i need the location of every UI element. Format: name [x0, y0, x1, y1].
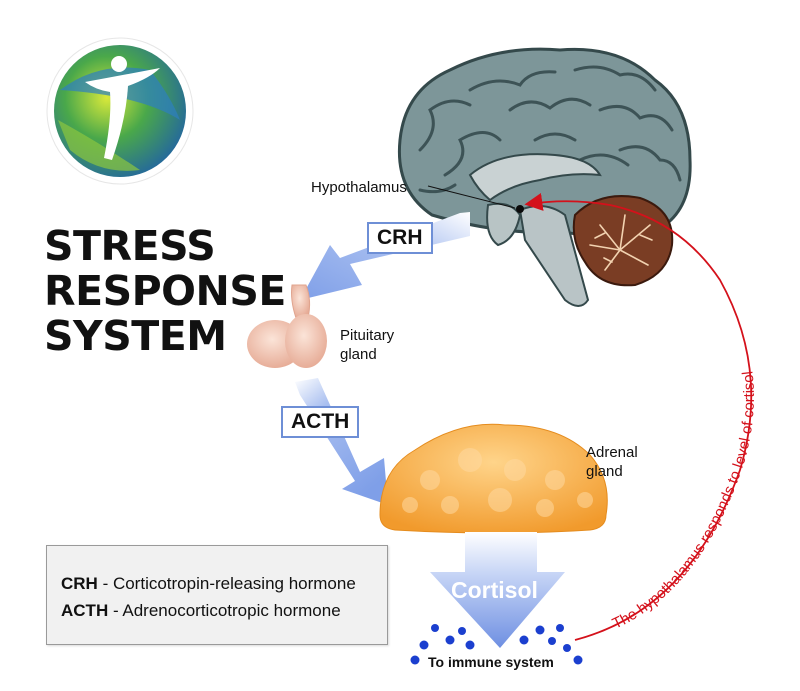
pituitary-label-line-2: gland — [340, 346, 377, 363]
adrenal-label: Adrenal gland — [586, 443, 638, 481]
legend-text: - Adrenocorticotropic hormone — [108, 601, 341, 620]
legend-item-acth: ACTH - Adrenocorticotropic hormone — [61, 601, 341, 621]
hypothalamus-pointer-line — [427, 185, 516, 209]
title-line-2: RESPONSE — [44, 267, 286, 315]
adrenal-label-line-2: gland — [586, 463, 623, 480]
title-line-1: STRESS — [44, 222, 216, 270]
pituitary-label: Pituitary gland — [340, 326, 394, 364]
legend-abbr: CRH — [61, 574, 98, 593]
acth-arrow — [295, 378, 388, 505]
adrenal-label-line-1: Adrenal — [586, 444, 638, 461]
feedback-text: The hypothalamus responds to level of co… — [610, 370, 758, 632]
title-line-3: SYSTEM — [44, 312, 227, 360]
pituitary-gland-illustration — [247, 284, 327, 368]
cortisol-molecules — [410, 624, 583, 665]
hypothalamus-marker — [516, 205, 524, 213]
page-title: STRESS RESPONSE SYSTEM — [44, 224, 286, 359]
adrenal-gland-illustration — [379, 423, 608, 534]
cortisol-label: Cortisol — [451, 577, 538, 603]
pituitary-label-line-1: Pituitary — [340, 327, 395, 344]
legend-item-crh: CRH - Corticotropin-releasing hormone — [61, 574, 356, 594]
brain-illustration — [397, 47, 692, 307]
legend-abbr: ACTH — [61, 601, 109, 620]
legend-text: - Corticotropin-releasing hormone — [97, 574, 356, 593]
logo — [46, 37, 194, 185]
cortisol-arrow — [430, 532, 565, 648]
acth-label: ACTH — [281, 406, 360, 438]
immune-system-label: To immune system — [428, 654, 554, 670]
crh-label: CRH — [367, 222, 433, 254]
hypothalamus-label: Hypothalamus — [311, 179, 407, 196]
legend-box: CRH - Corticotropin-releasing hormone AC… — [46, 545, 388, 645]
feedback-arrow — [524, 193, 753, 641]
